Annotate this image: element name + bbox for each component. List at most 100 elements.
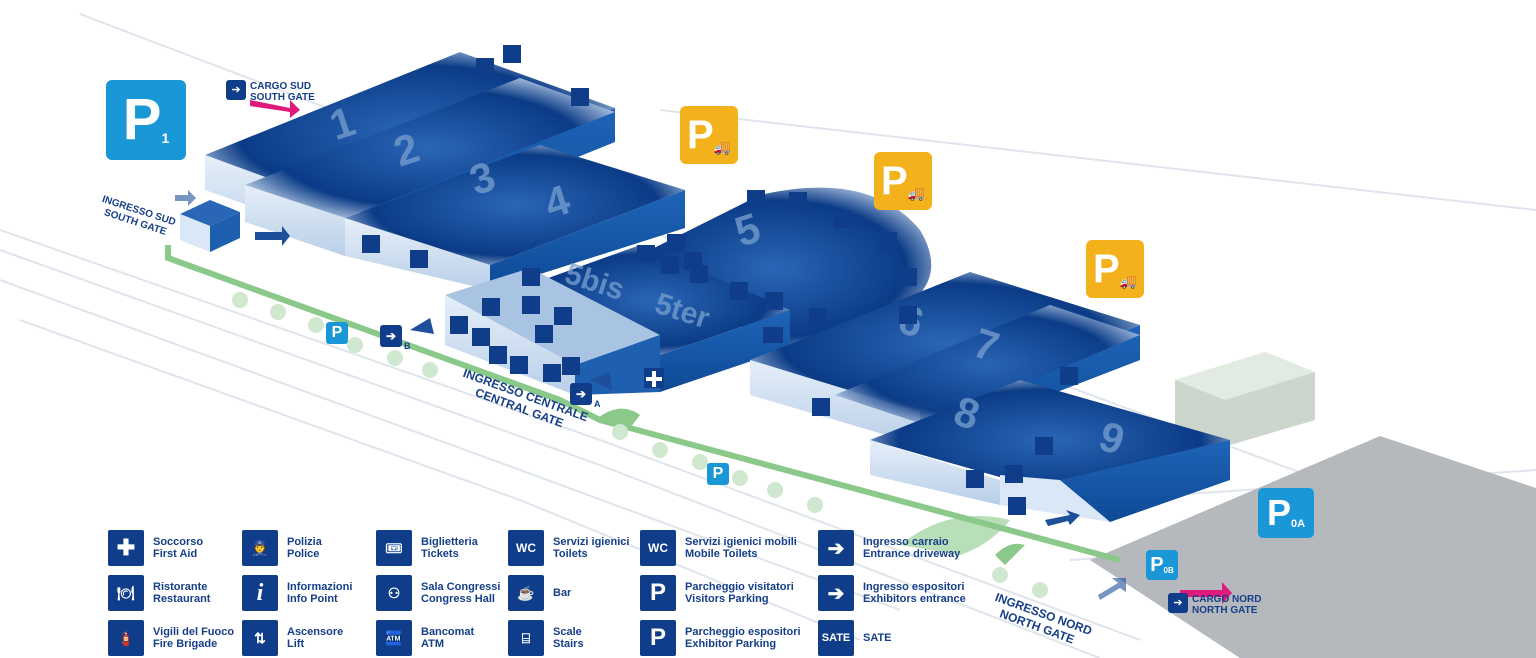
gate-b-marker[interactable]: ➔ xyxy=(380,325,402,347)
restaurant-icon xyxy=(834,210,852,228)
sate-icon: SATE xyxy=(818,620,854,656)
bar-icon xyxy=(899,268,917,286)
tickets-icon xyxy=(1008,497,1026,515)
parking-p0a-sub: 0A xyxy=(1290,518,1306,530)
cargo-sud-line1: CARGO SUD xyxy=(250,81,312,92)
first-aid-icon xyxy=(644,368,664,388)
parking-p0b-sign[interactable]: P 0B xyxy=(1146,550,1178,580)
legend-first-aid-en: First Aid xyxy=(153,548,198,560)
info-icon xyxy=(535,325,553,343)
visitors-parking-sign-2[interactable]: P xyxy=(707,463,729,485)
wc-icon xyxy=(522,296,540,314)
first-aid-icon: ✚ xyxy=(108,530,144,566)
wc-icon xyxy=(667,234,685,252)
parking-p1-sub: 1 xyxy=(161,130,170,146)
parking-p0b-sub: 0B xyxy=(1163,566,1174,575)
entrance-driveway-icon: ➔ xyxy=(818,530,854,566)
legend-atm-en: ATM xyxy=(421,638,445,650)
legend-info-en: Info Point xyxy=(287,593,338,605)
stairs-icon xyxy=(789,192,807,210)
bar-icon: ☕ xyxy=(508,575,544,611)
legend-lift-it: Ascensore xyxy=(287,626,344,638)
atm-icon xyxy=(489,346,507,364)
gate-a-marker[interactable]: ➔ xyxy=(570,383,592,405)
wc-icon xyxy=(809,308,827,326)
hall-2-block[interactable] xyxy=(245,78,615,256)
parking-p1-letter: P xyxy=(122,87,162,152)
bar-icon xyxy=(747,190,765,208)
legend-congress-hall-it: Sala Congressi xyxy=(421,581,501,593)
south-gate-building[interactable] xyxy=(180,200,240,252)
legend-first-aid-it: Soccorso xyxy=(153,536,204,548)
lift-icon xyxy=(472,328,490,346)
hall-5-dome[interactable] xyxy=(620,187,932,350)
parking-p0b-letter: P xyxy=(1150,553,1164,576)
bar-icon xyxy=(410,250,428,268)
fire-brigade-icon xyxy=(562,357,580,375)
wc-icon xyxy=(362,235,380,253)
stairs-icon xyxy=(690,265,708,283)
legend-info-it: Informazioni xyxy=(287,581,353,593)
legend-atm-it: Bancomat xyxy=(421,626,475,638)
stairs-icon xyxy=(879,232,897,250)
visitors-parking-letter-1: P xyxy=(331,324,343,341)
truck-icon: 🚚 xyxy=(1119,273,1138,289)
exhibitor-parking-letter-1: P xyxy=(686,112,714,157)
exhibitors-entrance-icon: ➔ xyxy=(818,575,854,611)
visitors-parking-letter-2: P xyxy=(712,465,724,482)
gate-a-label: A xyxy=(594,399,601,409)
exhibitor-parking-sign-3[interactable]: P 🚚 xyxy=(1086,240,1144,298)
parking-area-0a xyxy=(1090,352,1536,658)
legend-tickets-it: Biglietteria xyxy=(421,536,478,548)
info-icon: i xyxy=(242,575,278,611)
wc-icon xyxy=(476,58,494,76)
truck-icon: 🚚 xyxy=(713,139,732,155)
legend-restaurant-it: Ristorante xyxy=(153,581,208,593)
checkpoint-icon xyxy=(1005,465,1023,483)
cargo-sud-marker[interactable]: ➔ xyxy=(226,80,246,100)
bar-icon xyxy=(554,307,572,325)
legend-visitors-parking-en: Visitors Parking xyxy=(685,593,769,605)
cargo-nord-marker[interactable]: ➔ xyxy=(1168,593,1188,613)
legend-entrance-driveway-en: Entrance driveway xyxy=(863,548,961,560)
map-service-icons xyxy=(362,45,1078,515)
fire-brigade-icon: 🧯 xyxy=(108,620,144,656)
truck-icon: 🚚 xyxy=(907,185,926,201)
legend-police-en: Police xyxy=(287,548,320,560)
hall-6-7-block[interactable] xyxy=(750,272,1140,445)
exhibitor-parking-sign-2[interactable]: P 🚚 xyxy=(874,152,932,210)
stairs-icon xyxy=(730,282,748,300)
visitors-parking-icon: P xyxy=(640,575,676,611)
parking-p0a-letter: P xyxy=(1266,492,1291,533)
legend-mobile-toilets-en: Mobile Toilets xyxy=(685,548,758,560)
atm-icon: 🏧 xyxy=(376,620,412,656)
bar-icon xyxy=(571,88,589,106)
legend-mobile-toilets-it: Servizi igienici mobili xyxy=(685,536,797,548)
exhibitor-parking-sign-1[interactable]: P 🚚 xyxy=(680,106,738,164)
cargo-nord-line1: CARGO NORD xyxy=(1192,594,1262,605)
green-areas xyxy=(595,408,1025,565)
congress-hall-icon xyxy=(482,298,500,316)
legend-fire-brigade-en: Fire Brigade xyxy=(153,638,218,650)
police-icon: 👮 xyxy=(242,530,278,566)
wc-icon xyxy=(899,306,917,324)
visitors-parking-sign-1[interactable]: P xyxy=(326,322,348,344)
parking-p0a-sign[interactable]: P 0A xyxy=(1258,488,1314,538)
exhibitor-parking-letter-2: P xyxy=(880,158,908,203)
parking-p1-sign[interactable]: P 1 xyxy=(106,80,186,160)
lift-icon: ⇅ xyxy=(242,620,278,656)
legend-exhibitors-entrance-en: Exhibitors entrance xyxy=(863,593,966,605)
cargo-sud-line2: SOUTH GATE xyxy=(250,92,315,103)
mobile-toilets-icon: WC xyxy=(640,530,676,566)
cargo-nord-label: CARGO NORD NORTH GATE xyxy=(1192,594,1261,616)
